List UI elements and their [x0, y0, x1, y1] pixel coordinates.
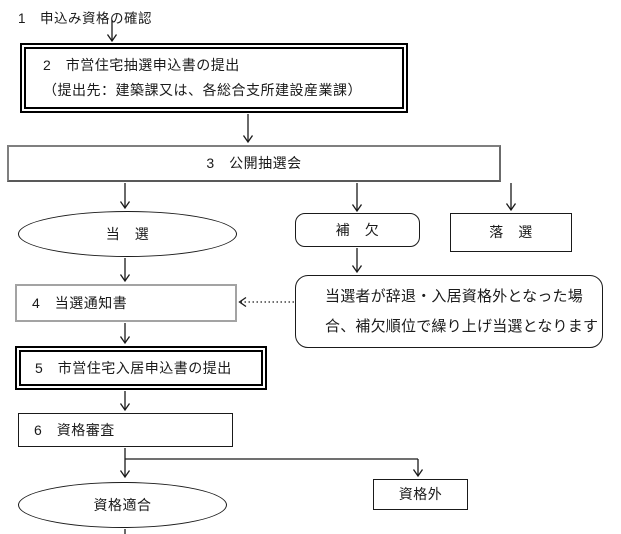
step6-box: 6 資格審査 — [18, 413, 233, 447]
step5-box: 5 市営住宅入居申込書の提出 — [15, 346, 267, 390]
outcome-alternate-box: 補 欠 — [295, 213, 420, 247]
arrow-step6-to-ineligible — [125, 458, 424, 478]
step2-subtitle: （提出先：建築課又は、各総合支所建設産業課） — [43, 82, 362, 98]
arrow-step2-to-step3 — [242, 114, 254, 144]
result-eligible-ellipse: 資格適合 — [18, 482, 227, 528]
note-line2: 合、補欠順位で繰り上げ当選となります — [325, 317, 599, 335]
result-ineligible-box: 資格外 — [373, 479, 468, 510]
arrow-step3-to-lose — [505, 183, 517, 212]
outcome-lose-box: 落 選 — [450, 213, 572, 252]
note-callout: 当選者が辞退・入居資格外となった場 合、補欠順位で繰り上げ当選となります — [295, 275, 603, 348]
arrow-step3-to-win — [119, 183, 131, 210]
step6-label: 6 資格審査 — [34, 421, 115, 438]
step1-label: 1 申込み資格の確認 — [18, 11, 153, 26]
arrow-step3-to-alternate — [351, 183, 363, 213]
outcome-win-ellipse: 当 選 — [18, 211, 237, 257]
arrow-alternate-to-note — [351, 248, 363, 274]
result-eligible-label: 資格適合 — [93, 496, 152, 513]
step3-label: 3 公開抽選会 — [206, 155, 302, 172]
outcome-lose-label: 落 選 — [489, 224, 533, 241]
step4-box: 4 当選通知書 — [15, 284, 237, 322]
arrow-step4-to-step5 — [119, 323, 131, 345]
result-ineligible-label: 資格外 — [398, 486, 443, 503]
arrow-win-to-step4 — [119, 258, 131, 283]
step3-box: 3 公開抽選会 — [7, 145, 501, 182]
step2-title: 2 市営住宅抽選申込書の提出 — [43, 57, 240, 73]
step5-label: 5 市営住宅入居申込書の提出 — [35, 359, 232, 376]
arrow-step5-to-step6 — [119, 391, 131, 412]
outcome-alternate-label: 補 欠 — [335, 221, 380, 238]
arrow-step6-to-eligible — [119, 448, 131, 479]
step4-label: 4 当選通知書 — [32, 294, 128, 311]
outcome-win-label: 当 選 — [105, 225, 150, 242]
arrow-note-to-step4 — [238, 296, 294, 308]
note-line1: 当選者が辞退・入居資格外となった場 — [325, 287, 583, 305]
step2-box: 2 市営住宅抽選申込書の提出 （提出先：建築課又は、各総合支所建設産業課） — [20, 43, 408, 113]
